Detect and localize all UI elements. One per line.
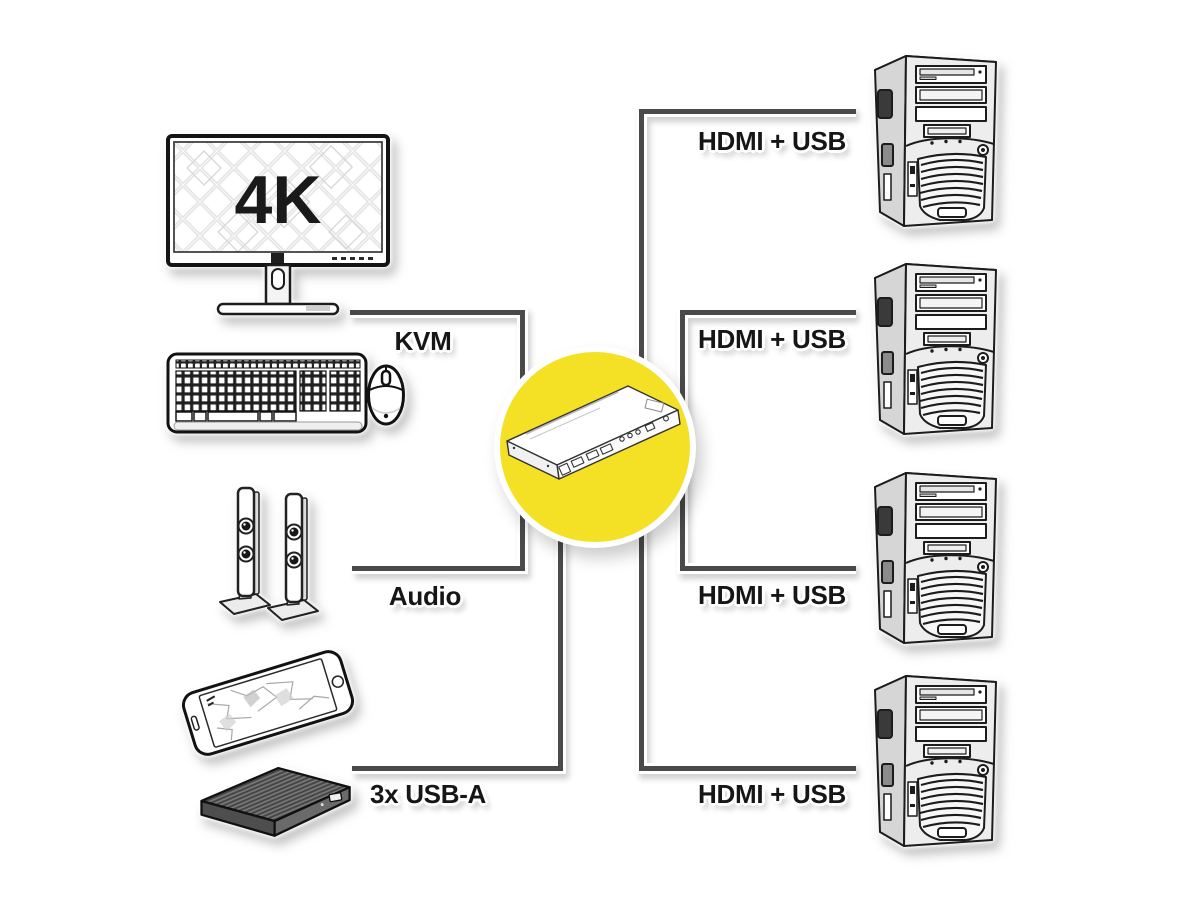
connector-usb (352, 455, 563, 771)
computer-tower-icon (868, 461, 1003, 651)
computer-tower-icon (868, 252, 1003, 442)
audio-label: Audio (388, 581, 462, 611)
kvm-switch-icon (506, 385, 681, 480)
mouse-icon (367, 364, 405, 426)
computer-tower-icon (868, 44, 1003, 234)
computer-tower-icon (868, 664, 1003, 854)
keyboard-mouse-icon (166, 352, 405, 434)
hard-drive-icon (200, 766, 351, 837)
hdmi-usb-label-4: HDMI + USB (698, 779, 846, 809)
monitor-icon: 4K (166, 134, 390, 316)
hdmi-usb-label-3: HDMI + USB (698, 580, 846, 610)
hub-highlight-circle (494, 346, 696, 548)
smartphone-icon (181, 650, 355, 756)
hdmi-usb-label-2: HDMI + USB (698, 324, 846, 354)
hdmi-usb-label-1: HDMI + USB (698, 126, 846, 156)
monitor-screen-text: 4K (235, 162, 322, 238)
kvm-label: KVM (394, 326, 452, 356)
usb-label: 3x USB-A (369, 779, 487, 809)
speakers-icon (219, 486, 319, 621)
